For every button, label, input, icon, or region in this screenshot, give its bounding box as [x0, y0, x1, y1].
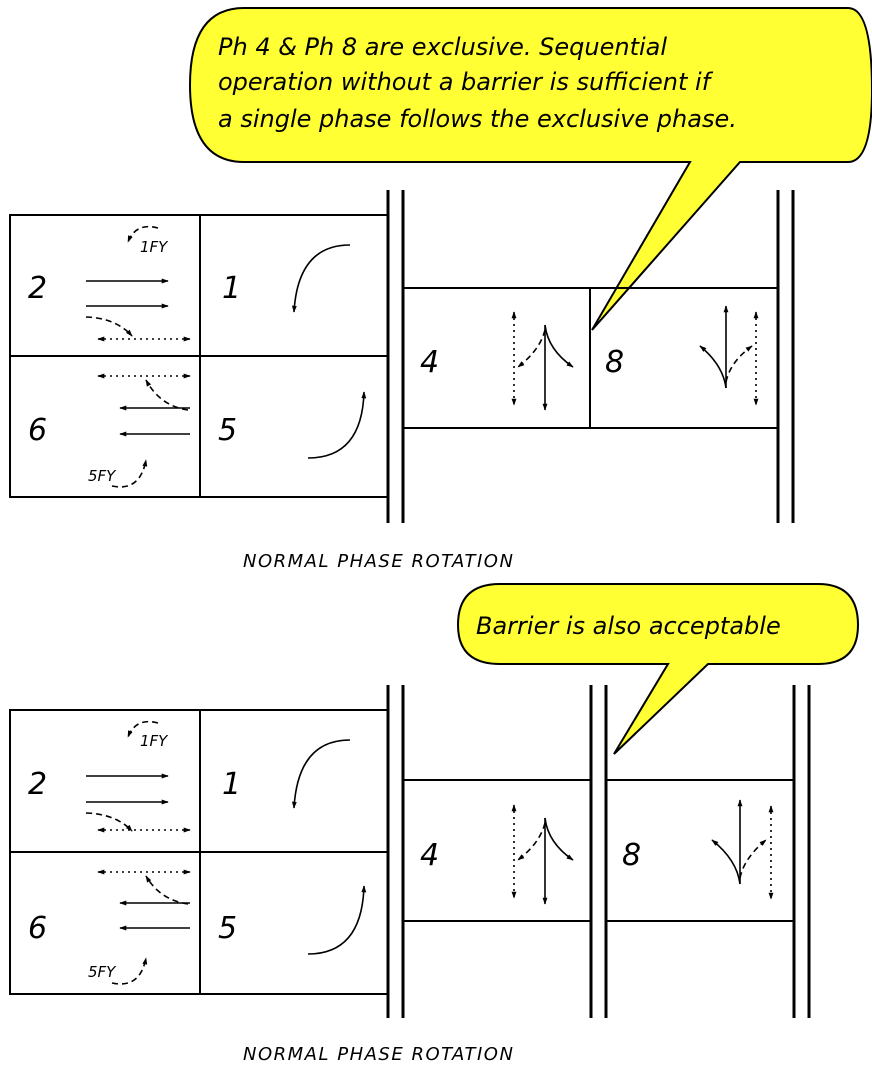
bottom-phase-5-label: 5 [218, 911, 237, 946]
bottom-phase-2-movements: 1FY [85, 720, 191, 833]
bottom-callout: Barrier is also acceptable [456, 583, 860, 755]
left-turn-arrow-icon [699, 345, 727, 389]
top-phase-4-label: 4 [420, 345, 439, 380]
top-phase-8-movements [699, 305, 759, 406]
flashing-yellow-5fy-icon [111, 957, 148, 985]
top-phase-6-label: 6 [28, 413, 47, 448]
bottom-phase-1-label: 1 [222, 767, 241, 802]
top-callout: Ph 4 & Ph 8 are exclusive. Sequential op… [188, 7, 872, 331]
bottom-phase-diagram: Barrier is also acceptable 2 1 6 5 4 8 [9, 583, 860, 1065]
bottom-callout-text: Barrier is also acceptable [476, 612, 781, 640]
left-turn-arrow-icon [291, 739, 351, 809]
flashing-yellow-5fy-icon [111, 459, 148, 488]
top-phase-diagram: Ph 4 & Ph 8 are exclusive. Sequential op… [9, 7, 872, 572]
bottom-barrier-3 [792, 685, 811, 1018]
flashing-yellow-turn-icon [85, 812, 133, 832]
top-phase-1-label: 1 [222, 271, 241, 306]
bottom-phase-6-label: 6 [28, 911, 47, 946]
top-phase-2-movements: 1FY [85, 225, 191, 342]
top-phase-2-label: 2 [28, 271, 47, 306]
flashing-yellow-turn-icon [517, 822, 546, 861]
flashing-yellow-turn-icon [517, 329, 546, 368]
top-phase-4-movements [511, 311, 574, 411]
bottom-phase-8-label: 8 [622, 838, 641, 873]
flashing-yellow-1fy-icon [127, 225, 159, 243]
bottom-diagram-caption: NORMAL PHASE ROTATION [243, 1044, 514, 1065]
left-turn-arrow-icon [711, 839, 741, 885]
bottom-phase-4-label: 4 [420, 838, 439, 873]
left-turn-arrow-icon [307, 885, 367, 955]
left-turn-arrow-icon [291, 244, 351, 313]
top-callout-line-3: a single phase follows the exclusive pha… [218, 105, 737, 133]
bottom-phase-6-movements: 5FY [88, 869, 191, 985]
flashing-yellow-turn-icon [739, 839, 767, 879]
flashing-yellow-turn-icon [145, 875, 189, 905]
bottom-5fy-label: 5FY [88, 963, 117, 981]
right-turn-arrow-icon [544, 324, 574, 368]
top-phase-8-label: 8 [605, 345, 624, 380]
flashing-yellow-turn-icon [725, 345, 753, 383]
top-callout-text: Ph 4 & Ph 8 are exclusive. Sequential op… [218, 33, 737, 133]
top-phase-5-label: 5 [218, 413, 237, 448]
top-5fy-label: 5FY [88, 467, 117, 485]
top-barrier-1 [386, 190, 405, 523]
bottom-barrier-1 [386, 685, 405, 1018]
left-turn-arrow-icon [307, 391, 367, 459]
bottom-phase-8-movements [711, 799, 774, 900]
top-barrier-2 [776, 190, 795, 523]
top-1fy-label: 1FY [140, 238, 169, 256]
top-callout-line-1: Ph 4 & Ph 8 are exclusive. Sequential [218, 33, 667, 61]
top-diagram-caption: NORMAL PHASE ROTATION [243, 551, 514, 572]
flashing-yellow-turn-icon [145, 379, 189, 411]
bottom-barrier-2 [589, 685, 608, 1018]
bottom-1fy-label: 1FY [140, 732, 169, 750]
bottom-phase-4-movements [511, 804, 574, 905]
right-turn-arrow-icon [544, 817, 574, 861]
bottom-phase-8-block [605, 779, 795, 922]
top-phase-6-movements: 5FY [88, 373, 191, 488]
top-callout-bubble [188, 7, 872, 331]
flashing-yellow-turn-icon [85, 316, 133, 337]
bottom-phase-4-block [402, 779, 592, 922]
flashing-yellow-1fy-icon [127, 720, 159, 738]
bottom-callout-bubble [456, 583, 860, 755]
bottom-phase-2-label: 2 [28, 767, 47, 802]
top-callout-line-2: operation without a barrier is sufficien… [218, 68, 714, 96]
